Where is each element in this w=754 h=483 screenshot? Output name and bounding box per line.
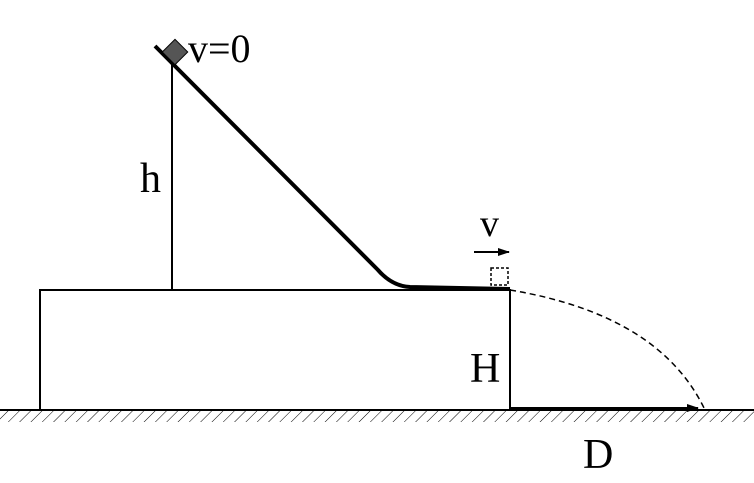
block-at-edge <box>490 267 509 286</box>
ground-hatching <box>0 410 754 422</box>
table-outline <box>39 289 511 410</box>
label-table-height: H <box>470 346 500 392</box>
label-velocity: v <box>480 203 499 245</box>
ramp <box>153 44 511 291</box>
block-at-top <box>161 38 189 66</box>
label-height-h: h <box>140 156 161 202</box>
label-initial-velocity: v=0 <box>188 26 251 71</box>
label-distance: D <box>583 432 613 478</box>
projectile-trajectory <box>509 289 706 411</box>
